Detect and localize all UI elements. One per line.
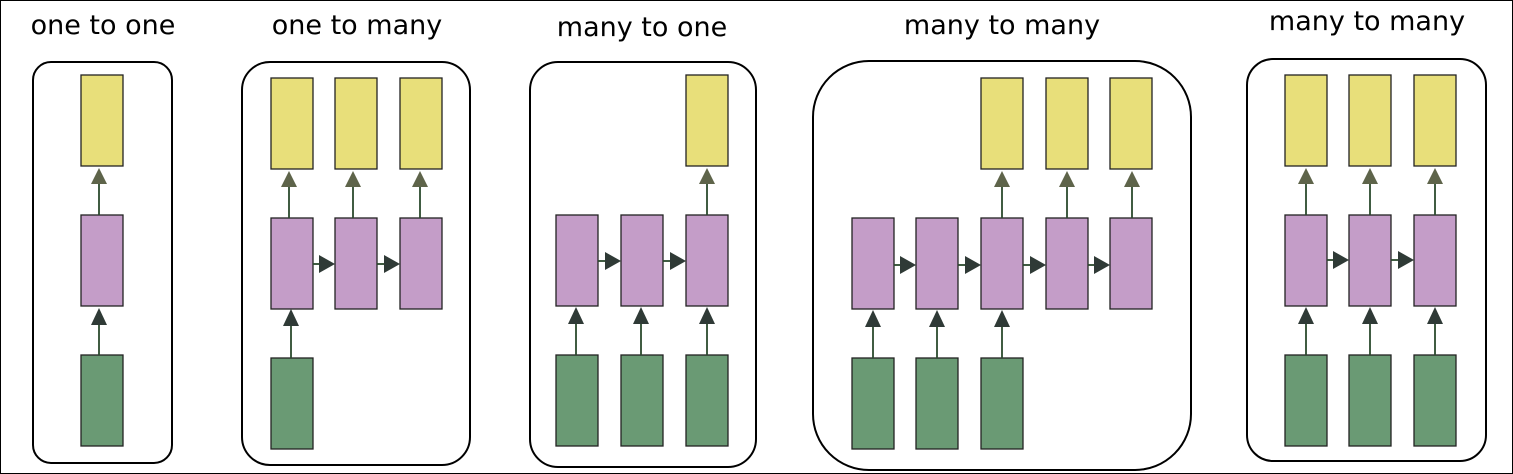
arrow-up bbox=[865, 310, 881, 358]
panel-one-to-one: one to one bbox=[31, 10, 176, 464]
hidden-box bbox=[334, 217, 378, 310]
arrow-up bbox=[91, 308, 107, 355]
panel-title: many to many bbox=[1269, 6, 1465, 37]
arrow-up bbox=[1298, 307, 1314, 355]
arrow-up bbox=[281, 171, 297, 218]
arrow-right bbox=[1023, 256, 1046, 274]
arrow-up bbox=[994, 171, 1010, 218]
arrow-right bbox=[663, 252, 686, 270]
panel-title: many to one bbox=[557, 12, 727, 43]
input-box bbox=[80, 354, 124, 447]
arrow-up bbox=[929, 310, 945, 358]
hidden-box bbox=[685, 214, 729, 307]
arrow-right bbox=[1327, 251, 1349, 269]
hidden-box bbox=[555, 214, 599, 307]
input-box bbox=[980, 357, 1024, 450]
panel-many-to-many-synced: many to many bbox=[1246, 6, 1487, 462]
arrow-up bbox=[1298, 168, 1314, 215]
arrow-up bbox=[1362, 307, 1378, 355]
arrow-right bbox=[377, 255, 400, 273]
input-box bbox=[915, 357, 959, 450]
output-box bbox=[270, 77, 314, 170]
output-box bbox=[1348, 74, 1392, 167]
input-box bbox=[1413, 354, 1457, 447]
output-box bbox=[1284, 74, 1328, 167]
arrow-up bbox=[1362, 168, 1378, 215]
arrow-up bbox=[1124, 171, 1140, 218]
hidden-box bbox=[270, 217, 314, 310]
arrow-right bbox=[1391, 251, 1414, 269]
output-box bbox=[1413, 74, 1457, 167]
arrow-right bbox=[958, 256, 981, 274]
arrow-up bbox=[994, 310, 1010, 358]
output-box bbox=[685, 74, 729, 167]
hidden-box bbox=[1045, 217, 1089, 310]
panel-title: one to one bbox=[31, 10, 176, 41]
input-box bbox=[851, 357, 895, 450]
arrow-up bbox=[1427, 307, 1443, 355]
hidden-box bbox=[980, 217, 1024, 310]
arrow-right bbox=[313, 255, 335, 273]
arrow-up bbox=[1427, 168, 1443, 215]
arrow-right bbox=[894, 256, 916, 274]
output-box bbox=[1109, 77, 1153, 170]
input-box bbox=[685, 354, 729, 447]
arrow-right bbox=[598, 252, 621, 270]
output-box bbox=[334, 77, 378, 170]
hidden-box bbox=[1413, 214, 1457, 307]
panel-many-to-one: many to one bbox=[529, 12, 757, 468]
hidden-box bbox=[80, 214, 124, 307]
panel-many-to-many-delayed: many to many bbox=[812, 10, 1192, 471]
panel-one-to-many: one to many bbox=[241, 10, 471, 466]
arrow-up bbox=[345, 171, 361, 218]
input-box bbox=[1284, 354, 1328, 447]
hidden-box bbox=[1109, 217, 1153, 310]
input-box bbox=[1348, 354, 1392, 447]
arrow-up bbox=[412, 171, 428, 218]
arrow-up bbox=[633, 307, 649, 355]
hidden-box bbox=[399, 217, 443, 310]
hidden-box bbox=[1284, 214, 1328, 307]
hidden-box bbox=[915, 217, 959, 310]
arrow-up bbox=[91, 168, 107, 215]
arrow-up bbox=[699, 307, 715, 355]
arrow-right bbox=[1088, 256, 1110, 274]
panel-title: one to many bbox=[272, 10, 442, 41]
input-box bbox=[555, 354, 599, 447]
hidden-box bbox=[620, 214, 664, 307]
input-box bbox=[620, 354, 664, 447]
arrow-up bbox=[283, 309, 299, 358]
arrow-up bbox=[568, 307, 584, 355]
output-box bbox=[1045, 77, 1089, 170]
output-box bbox=[399, 77, 443, 170]
panel-title: many to many bbox=[904, 10, 1100, 41]
arrow-up bbox=[1059, 171, 1075, 218]
output-box bbox=[80, 74, 124, 167]
hidden-box bbox=[851, 217, 895, 310]
hidden-box bbox=[1348, 214, 1392, 307]
input-box bbox=[270, 357, 314, 450]
arrow-up bbox=[699, 168, 715, 215]
output-box bbox=[980, 77, 1024, 170]
